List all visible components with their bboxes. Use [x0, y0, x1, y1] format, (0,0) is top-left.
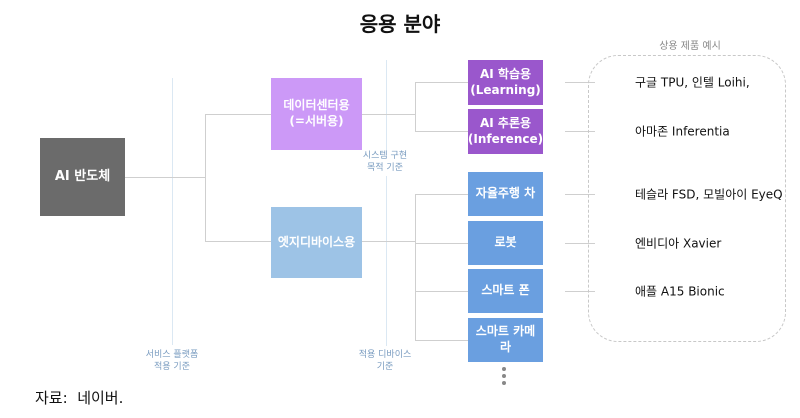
connector [415, 243, 468, 244]
connector [565, 291, 595, 292]
connector [125, 177, 205, 178]
node-ai-learning: AI 학습용 (Learning) [468, 60, 543, 105]
node-ai-semiconductor: AI 반도체 [40, 138, 125, 216]
connector [565, 131, 595, 132]
node-robot: 로봇 [468, 221, 543, 265]
guide-line-service [172, 78, 173, 345]
example-text: 엔비디아 Xavier [635, 236, 722, 251]
guide-label-system: 시스템 구현 목적 기준 [362, 151, 408, 173]
connector [565, 194, 595, 195]
guide-line-system-top [386, 60, 387, 150]
node-smart-camera: 스마트 카메 라 [468, 318, 543, 362]
connector [415, 82, 468, 83]
example-text: 테슬라 FSD, 모빌아이 EyeQ [635, 187, 783, 202]
guide-label-device: 적용 디바이스 기준 [358, 350, 412, 372]
ellipsis-dot [502, 374, 506, 378]
examples-label: 상용 제품 예시 [659, 41, 721, 52]
node-edge-device: 엣지디바이스용 [271, 207, 362, 278]
ellipsis-dot [502, 381, 506, 385]
guide-label-service: 서비스 플랫폼 적용 기준 [145, 350, 199, 372]
connector [415, 131, 468, 132]
diagram-title: 응용 분야 [359, 12, 441, 36]
connector [415, 82, 416, 132]
connector [415, 340, 468, 341]
connector [415, 194, 468, 195]
connector [415, 194, 416, 341]
connector [362, 241, 415, 242]
ellipsis-dot [502, 367, 506, 371]
connector [415, 291, 468, 292]
guide-line-system-bottom [386, 176, 387, 346]
source-note: 자료: 네이버. [35, 389, 124, 407]
connector [205, 241, 271, 242]
node-ai-inference: AI 추론용 (Inference) [468, 109, 543, 154]
connector [362, 114, 415, 115]
connector [565, 82, 595, 83]
connector [205, 114, 206, 242]
node-datacenter: 데이터센터용 (=서버용) [271, 78, 362, 150]
example-text: 애플 A15 Bionic [635, 284, 725, 299]
connector [205, 114, 271, 115]
node-autonomous-car: 자율주행 차 [468, 172, 543, 216]
connector [565, 243, 595, 244]
example-text: 구글 TPU, 인텔 Loihi, [635, 75, 750, 90]
example-text: 아마존 Inferentia [635, 124, 730, 139]
examples-group [588, 55, 786, 342]
node-smartphone: 스마트 폰 [468, 269, 543, 313]
